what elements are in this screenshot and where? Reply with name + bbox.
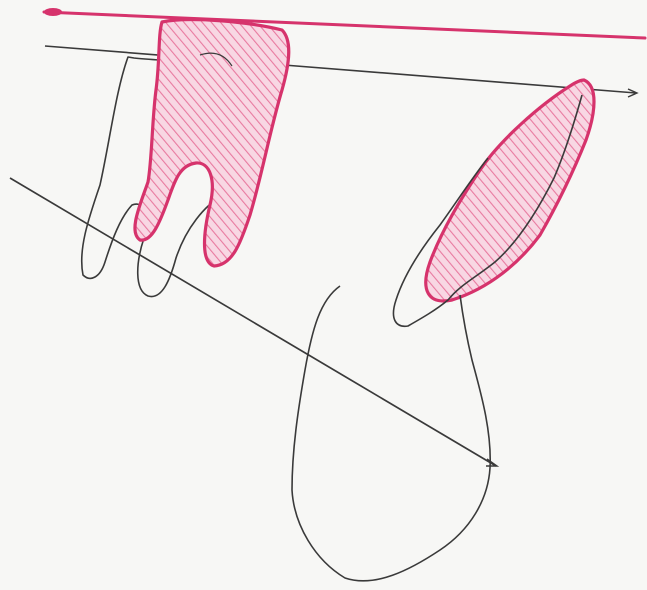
dental-diagram (0, 0, 647, 590)
diagram-svg (0, 0, 647, 590)
paper-background (0, 0, 647, 590)
